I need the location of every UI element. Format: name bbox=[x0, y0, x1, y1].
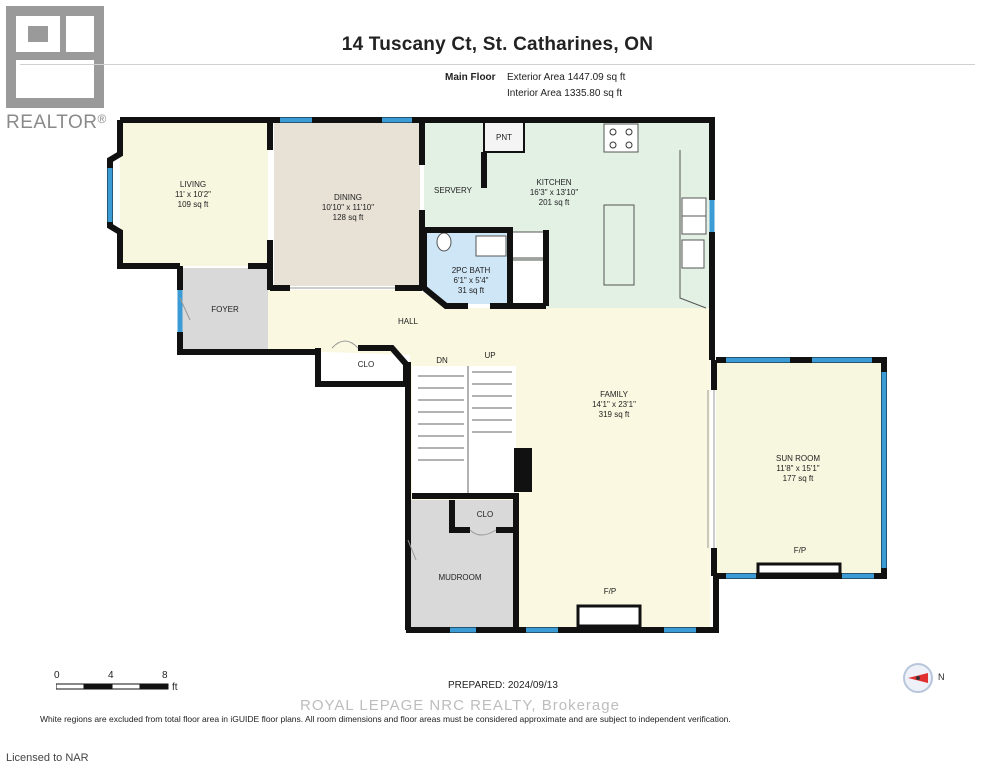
room-area: 31 sq ft bbox=[457, 286, 485, 295]
room-dining: DINING 10'10" x 11'10" 128 sq ft bbox=[318, 193, 378, 223]
kitchen-fill bbox=[424, 122, 710, 308]
kitchen-island bbox=[603, 204, 635, 286]
dining-room-fill bbox=[274, 122, 420, 286]
room-closet-hall: CLO bbox=[357, 360, 375, 369]
room-sunroom: SUN ROOM 11'8" x 15'1" 177 sq ft bbox=[768, 454, 828, 484]
room-dims: 6'1" x 5'4" bbox=[453, 276, 489, 285]
fireplace-sunroom bbox=[756, 562, 842, 576]
room-area: 109 sq ft bbox=[177, 200, 209, 209]
room-area: 319 sq ft bbox=[598, 410, 630, 419]
scale-tick-0: 0 bbox=[54, 670, 60, 681]
walls bbox=[107, 117, 887, 633]
scale-bar bbox=[56, 683, 169, 690]
interior-value: 1335.80 sq ft bbox=[564, 88, 623, 99]
stairs bbox=[418, 366, 512, 494]
exterior-value: 1447.09 sq ft bbox=[567, 72, 626, 83]
bath-vanity bbox=[475, 235, 507, 257]
room-area: 177 sq ft bbox=[782, 474, 814, 483]
area-summary: Main Floor Exterior Area 1447.09 sq ft In… bbox=[445, 70, 625, 102]
sunroom-fill bbox=[716, 360, 882, 574]
prepared-date: PREPARED: 2024/09/13 bbox=[448, 680, 558, 691]
room-dims: 16'3" x 13'10" bbox=[529, 188, 579, 197]
fireplace-family-label: F/P bbox=[603, 587, 617, 596]
room-name: LIVING bbox=[179, 180, 207, 189]
room-name: DINING bbox=[334, 193, 362, 202]
room-pantry: PNT bbox=[496, 133, 512, 142]
room-area: 201 sq ft bbox=[538, 198, 570, 207]
exterior-label: Exterior Area bbox=[507, 72, 565, 83]
room-living: LIVING 11' x 10'2" 109 sq ft bbox=[168, 180, 218, 210]
compass-north-label: N bbox=[938, 672, 945, 682]
room-hall: HALL bbox=[397, 317, 418, 326]
disclaimer-footnote: White regions are excluded from total fl… bbox=[40, 714, 731, 724]
realtor-logo bbox=[6, 6, 104, 108]
chimney bbox=[514, 448, 532, 492]
scale-tick-4: 4 bbox=[108, 670, 114, 681]
room-kitchen: KITCHEN 16'3" x 13'10" 201 sq ft bbox=[524, 178, 584, 208]
compass-icon bbox=[903, 663, 933, 693]
living-room-fill bbox=[120, 122, 268, 266]
room-name: KITCHEN bbox=[536, 178, 572, 187]
room-mudroom: MUDROOM bbox=[438, 573, 482, 582]
room-name: SUN ROOM bbox=[776, 454, 820, 463]
room-dims: 11' x 10'2" bbox=[175, 190, 211, 199]
room-dims: 10'10" x 11'10" bbox=[321, 203, 375, 212]
room-closet-mudroom: CLO bbox=[476, 510, 494, 519]
foyer-fill bbox=[178, 268, 268, 350]
stair-up-label: UP bbox=[484, 351, 496, 360]
room-name: 2PC BATH bbox=[451, 266, 491, 275]
room-family: FAMILY 14'1" x 23'1" 319 sq ft bbox=[584, 390, 644, 420]
room-dims: 11'8" x 15'1" bbox=[776, 464, 820, 473]
room-servery: SERVERY bbox=[434, 186, 472, 195]
stair-fill bbox=[412, 366, 516, 494]
room-area: 128 sq ft bbox=[332, 213, 364, 222]
fireplace-sunroom-label: F/P bbox=[793, 546, 807, 555]
room-name: FAMILY bbox=[600, 390, 628, 399]
mudroom-fill bbox=[410, 500, 516, 628]
license-notice: Licensed to NAR bbox=[6, 752, 89, 764]
windows bbox=[107, 117, 887, 633]
scale-unit: ft bbox=[172, 682, 178, 693]
stove bbox=[603, 123, 639, 153]
scale-tick-8: 8 bbox=[162, 670, 168, 681]
realtor-wordmark: REALTOR® bbox=[6, 112, 107, 133]
fireplace-family bbox=[576, 604, 642, 628]
interior-label: Interior Area bbox=[507, 88, 562, 99]
brokerage-watermark: ROYAL LEPAGE NRC REALTY, Brokerage bbox=[300, 697, 620, 714]
stair-down-label: DN bbox=[436, 356, 448, 365]
title-divider bbox=[20, 64, 975, 65]
room-foyer: FOYER bbox=[211, 305, 239, 314]
floor-name: Main Floor bbox=[445, 72, 496, 83]
page-title: 14 Tuscany Ct, St. Catharines, ON bbox=[341, 34, 654, 55]
room-bath: 2PC BATH 6'1" x 5'4" 31 sq ft bbox=[446, 266, 496, 296]
room-dims: 14'1" x 23'1" bbox=[592, 400, 636, 409]
